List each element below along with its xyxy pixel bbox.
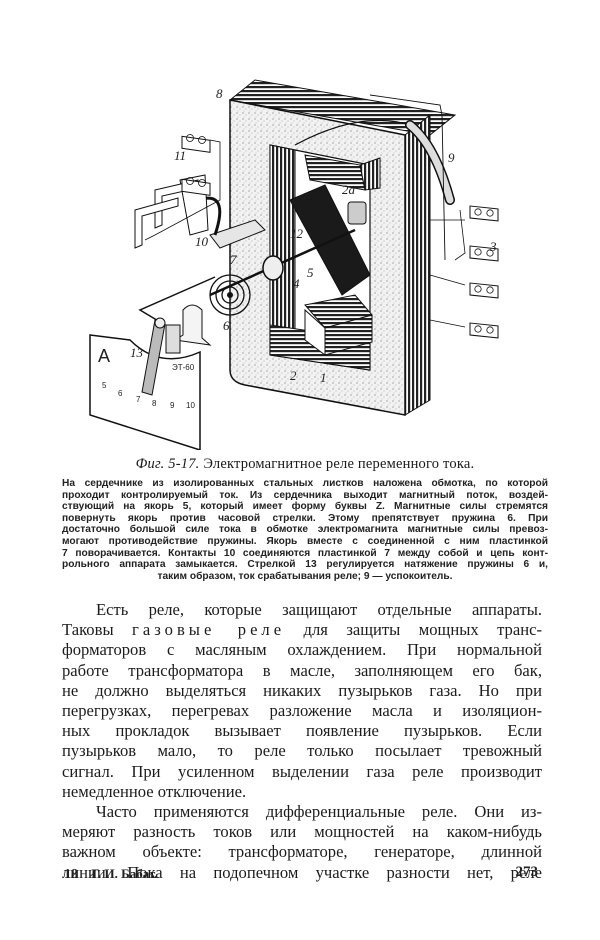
footer-signature: 18 Г. И. Бабат. xyxy=(64,866,158,883)
svg-text:6: 6 xyxy=(118,389,123,398)
paragraph-gas-relays: Есть реле, которые защищают отдельные ап… xyxy=(62,600,542,802)
text-line: меряют разность токов или мощностей на к… xyxy=(62,822,542,842)
text-line: Часто применяются дифференциальные реле.… xyxy=(96,802,542,822)
label-2a: 2a xyxy=(342,182,356,197)
dial-scale: 5 6 7 8 9 10 xyxy=(102,381,195,410)
label-1: 1 xyxy=(320,370,327,385)
dial-model: ЭТ-60 xyxy=(172,363,195,372)
label-7: 7 xyxy=(230,252,237,267)
label-9: 9 xyxy=(448,150,455,165)
label-5: 5 xyxy=(307,265,314,280)
text-line: форматоров с масляным охлаждением. При н… xyxy=(62,640,542,660)
caption-line: На сердечнике из изолированных стальных … xyxy=(62,478,548,489)
caption-line: таким образом, ток срабатывания реле; 9 … xyxy=(157,570,453,582)
label-2: 2 xyxy=(290,368,297,383)
svg-text:9: 9 xyxy=(170,401,175,410)
caption-line: проходит контролируемый ток. Из сердечни… xyxy=(62,489,548,501)
paragraph-differential-relays: Часто применяются дифференциальные реле.… xyxy=(62,802,542,883)
caption-line: повернуть якорь против часовой стрелки. … xyxy=(62,512,548,524)
text-line: Есть реле, которые защищают отдельные ап… xyxy=(96,600,542,619)
label-13: 13 xyxy=(130,345,144,360)
caption-line: могают противодействие пружины. Якорь вм… xyxy=(62,535,548,547)
caption-line: ствующий на якорь 5, который имеет форму… xyxy=(62,501,548,513)
text-line: перегрузках, перегревах разложение масла… xyxy=(62,701,542,721)
electromagnetic-relay-drawing xyxy=(89,79,499,452)
figure-title: Электромагнитное реле переменного тока. xyxy=(203,456,475,472)
label-11: 11 xyxy=(174,148,186,163)
svg-text:5: 5 xyxy=(102,381,107,390)
text-line: пузырьков мало, то реле только посылает … xyxy=(62,741,542,761)
text-line: линии. Пока на подопечном участке разнос… xyxy=(62,862,542,882)
svg-text:10: 10 xyxy=(186,401,195,410)
text-line: Таковы газовые реле для защиты мощных тр… xyxy=(62,620,542,640)
figure-number: Фиг. 5-17. xyxy=(135,456,200,472)
caption-line: рольного аппарата замыкается. Стрелкой 1… xyxy=(62,559,548,571)
text-line: сигнал. При усиленном выделении газа рел… xyxy=(62,761,542,781)
signature-mark: 18 xyxy=(64,867,78,882)
body-text: Есть реле, которые защищают отдельные ап… xyxy=(62,600,542,883)
author-name: Г. И. Бабат. xyxy=(91,866,158,881)
text-line: работе трансформатора в масле, заполняющ… xyxy=(62,660,542,680)
caption-line: достаточно большой силе тока в обмотке э… xyxy=(62,524,548,536)
emphasized-term: газовые реле xyxy=(132,620,286,640)
figure-caption-title: Фиг. 5-17. Электромагнитное реле перемен… xyxy=(60,456,550,473)
label-6: 6 xyxy=(223,318,230,333)
dial-letter: A xyxy=(98,346,110,366)
label-12: 12 xyxy=(290,226,304,241)
label-8: 8 xyxy=(216,86,223,101)
text-line: ных прокладок вызывает появление пузырьк… xyxy=(62,721,542,741)
text-line: важном объекте: трансформаторе, генерато… xyxy=(62,842,542,862)
figure-caption-description: На сердечнике из изолированных стальных … xyxy=(62,478,548,582)
label-4: 4 xyxy=(293,276,300,291)
page-number: 273 xyxy=(515,864,539,880)
text-line: не должно выделяться никаких пузырьков г… xyxy=(62,680,542,700)
label-10: 10 xyxy=(195,234,209,249)
label-3: 3 xyxy=(489,239,497,254)
text-line: немедленное отключение. xyxy=(62,781,247,801)
caption-line: 7 поворачивается. Контакты 10 соединяютс… xyxy=(62,547,548,559)
figure-labels: 8 11 9 2a 10 12 3 7 5 4 6 13 2 1 A ЭТ-60… xyxy=(98,86,497,410)
relay-illustration: 8 11 9 2a 10 12 3 7 5 4 6 13 2 1 A ЭТ-60… xyxy=(80,70,540,452)
svg-text:8: 8 xyxy=(152,399,157,408)
svg-text:7: 7 xyxy=(136,395,141,404)
